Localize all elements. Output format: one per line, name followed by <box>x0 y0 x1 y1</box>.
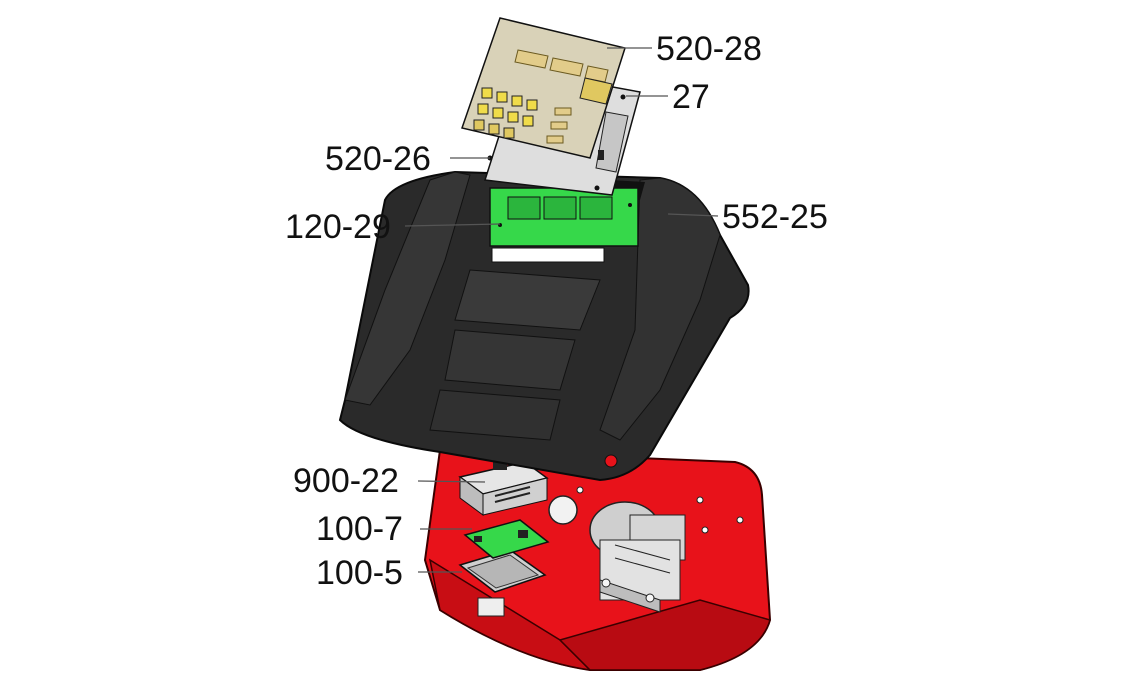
motor-assembly <box>589 501 686 613</box>
control-board-small <box>463 519 550 559</box>
callout-900-22: 900-22 <box>293 462 399 500</box>
bracket-plate <box>458 549 547 593</box>
callout-100-7: 100-7 <box>316 510 403 548</box>
callout-520-28: 520-28 <box>656 30 762 68</box>
keypad-overlay <box>461 17 626 159</box>
callout-552-25: 552-25 <box>722 198 828 236</box>
callout-120-29: 120-29 <box>285 208 391 246</box>
black-cover-shell <box>338 170 750 482</box>
red-base-housing <box>423 448 772 672</box>
callout-520-26: 520-26 <box>325 140 431 178</box>
keypad-keys <box>473 87 538 139</box>
display-windows <box>514 49 609 83</box>
main-control-board <box>489 187 639 247</box>
callout-100-5: 100-5 <box>316 554 403 592</box>
callout-27: 27 <box>672 78 710 116</box>
leader-lines <box>404 47 719 573</box>
power-supply <box>458 461 549 516</box>
